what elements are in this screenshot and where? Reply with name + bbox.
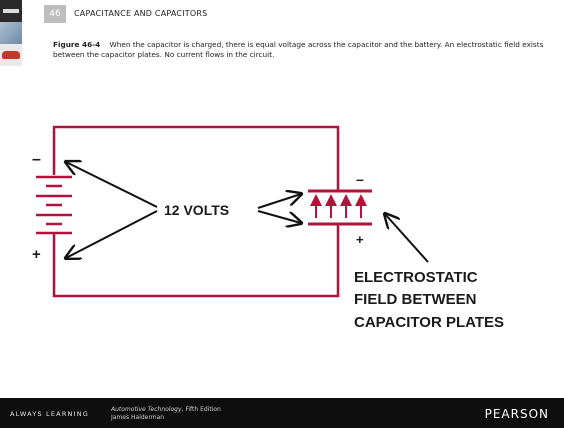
book-title: Automotive Technology, Fifth Edition (111, 406, 221, 413)
pearson-logo: PEARSON (484, 407, 549, 421)
battery-plus-sign: + (32, 246, 41, 263)
field-label-line-2: FIELD BETWEEN (354, 291, 477, 308)
battery-minus-sign: – (32, 151, 41, 168)
caption-text: When the capacitor is charged, there is … (53, 40, 544, 59)
circuit-wire (52, 125, 340, 298)
tool-thumbnail (0, 0, 22, 22)
book-title-text: Automotive Technology (111, 406, 182, 413)
footer-tagline: ALWAYS LEARNING (10, 410, 90, 418)
chapter-title: CAPACITANCE AND CAPACITORS (74, 9, 208, 18)
field-pointer-arrow (385, 214, 429, 263)
field-label-line-3: CAPACITOR PLATES (354, 314, 504, 331)
photo-thumbnail (0, 22, 22, 44)
capacitor-symbol (308, 189, 372, 226)
figure-label: Figure 46-4 (53, 40, 101, 49)
capacitor-plus-sign: + (356, 232, 364, 247)
field-label-line-1: ELECTROSTATIC (354, 269, 478, 286)
volts-label: 12 VOLTS (164, 202, 229, 218)
book-edition: , Fifth Edition (181, 406, 221, 413)
battery-symbol (36, 175, 72, 235)
figure-caption: Figure 46-4 When the capacitor is charge… (53, 40, 548, 60)
volts-pointer-arrows (66, 162, 301, 258)
slide-header: 46 CAPACITANCE AND CAPACITORS (0, 0, 564, 66)
thumbnail-strip (0, 0, 22, 80)
field-arrows (310, 194, 367, 218)
slide-footer: ALWAYS LEARNING Automotive Technology, F… (0, 398, 564, 428)
book-author: James Halderman (111, 414, 165, 421)
capacitor-minus-sign: – (356, 171, 364, 187)
chapter-number: 46 (44, 5, 66, 23)
car-thumbnail (0, 44, 22, 66)
